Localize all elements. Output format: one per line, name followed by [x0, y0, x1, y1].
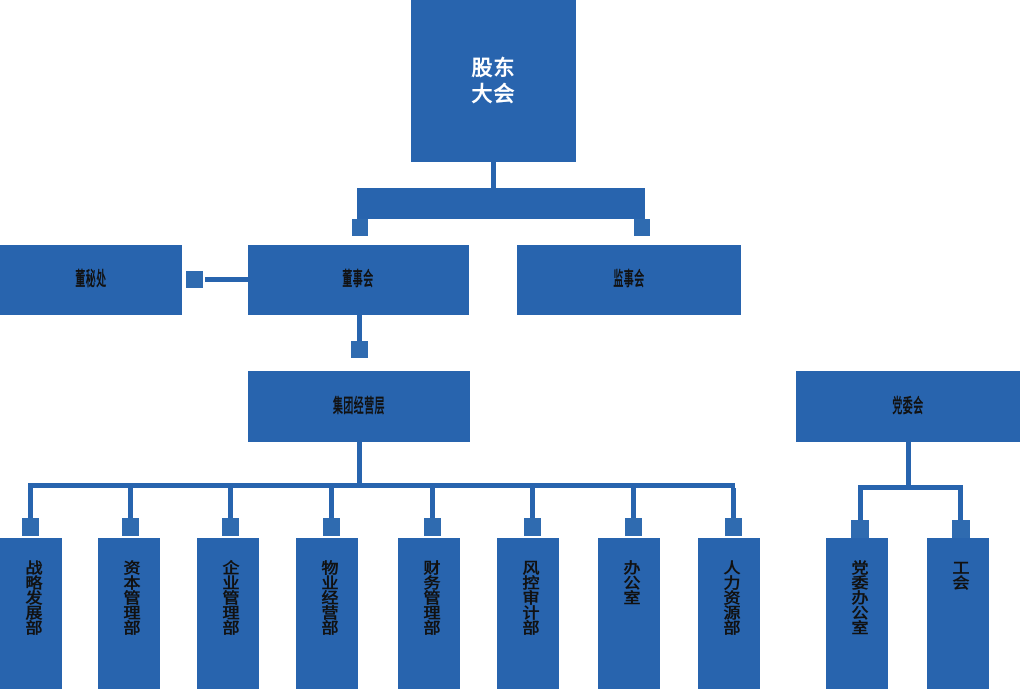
node-department-8[interactable]: 人力资源部 — [698, 538, 760, 689]
marker-board-secretary — [186, 271, 203, 288]
marker-department-8 — [725, 518, 742, 536]
node-board-of-directors[interactable]: 董事会 — [248, 245, 469, 315]
node-party-department-1[interactable]: 党委办公室 — [826, 538, 888, 689]
marker-board-of-supervisors — [634, 219, 650, 236]
node-label-shareholders-meeting: 股东 大会 — [471, 55, 516, 106]
node-department-1[interactable]: 战略发展部 — [0, 538, 62, 689]
node-party-committee[interactable]: 党委会 — [796, 371, 1020, 442]
node-department-label-3: 企业管理部 — [218, 560, 239, 635]
marker-board-of-directors — [352, 219, 368, 236]
node-party-department-label-1: 党委办公室 — [847, 560, 868, 635]
node-shareholders-meeting[interactable]: 股东 大会 — [411, 0, 576, 162]
connector-drop-2 — [128, 488, 133, 521]
node-department-label-1: 战略发展部 — [21, 560, 42, 635]
marker-party-department-1 — [851, 520, 869, 538]
node-label-board-of-supervisors: 监事会 — [613, 268, 645, 291]
node-label-party-committee: 党委会 — [892, 394, 924, 417]
node-label-group-management: 集团经营层 — [332, 394, 385, 417]
connector-drop-4 — [329, 488, 334, 521]
connector-board-secretary — [205, 277, 250, 282]
connector-board-bus — [357, 188, 645, 219]
node-department-6[interactable]: 风控审计部 — [497, 538, 559, 689]
node-department-label-2: 资本管理部 — [119, 560, 140, 635]
node-department-label-8: 人力资源部 — [719, 560, 740, 635]
connector-party-down — [906, 442, 911, 485]
node-department-2[interactable]: 资本管理部 — [98, 538, 160, 689]
node-group-management[interactable]: 集团经营层 — [248, 371, 470, 442]
node-label-board-of-directors: 董事会 — [342, 268, 375, 291]
connector-board-to-management — [357, 315, 362, 341]
node-board-of-supervisors[interactable]: 监事会 — [517, 245, 741, 315]
node-department-7[interactable]: 办公室 — [598, 538, 660, 689]
node-label-board-secretary-office: 董秘处 — [75, 268, 107, 291]
marker-department-4 — [323, 518, 340, 536]
marker-group-management — [351, 341, 368, 358]
marker-department-6 — [524, 518, 541, 536]
node-department-5[interactable]: 财务管理部 — [398, 538, 460, 689]
connector-drop-1 — [28, 488, 33, 521]
node-party-department-label-2: 工会 — [948, 560, 969, 590]
connector-drop-7 — [631, 488, 636, 521]
marker-department-2 — [122, 518, 139, 536]
node-department-label-6: 风控审计部 — [518, 560, 539, 635]
node-board-secretary-office[interactable]: 董秘处 — [0, 245, 182, 315]
node-department-label-7: 办公室 — [619, 560, 640, 605]
connector-drop-3 — [228, 488, 233, 521]
connector-management-down — [357, 442, 362, 483]
marker-department-1 — [22, 518, 39, 536]
connector-party-drop-1 — [858, 490, 863, 523]
node-department-3[interactable]: 企业管理部 — [197, 538, 259, 689]
marker-department-3 — [222, 518, 239, 536]
node-department-4[interactable]: 物业经营部 — [296, 538, 358, 689]
connector-party-drop-2 — [958, 490, 963, 523]
marker-party-department-2 — [952, 520, 970, 538]
connector-shareholders-down — [491, 162, 496, 189]
connector-department-bus — [28, 483, 735, 488]
connector-drop-8 — [731, 488, 736, 521]
connector-drop-5 — [430, 488, 435, 521]
connector-drop-6 — [530, 488, 535, 521]
node-department-label-5: 财务管理部 — [419, 560, 440, 635]
connector-party-bus — [858, 485, 963, 490]
node-department-label-4: 物业经营部 — [317, 560, 338, 635]
node-party-department-2[interactable]: 工会 — [927, 538, 989, 689]
marker-department-5 — [424, 518, 441, 536]
marker-department-7 — [625, 518, 642, 536]
